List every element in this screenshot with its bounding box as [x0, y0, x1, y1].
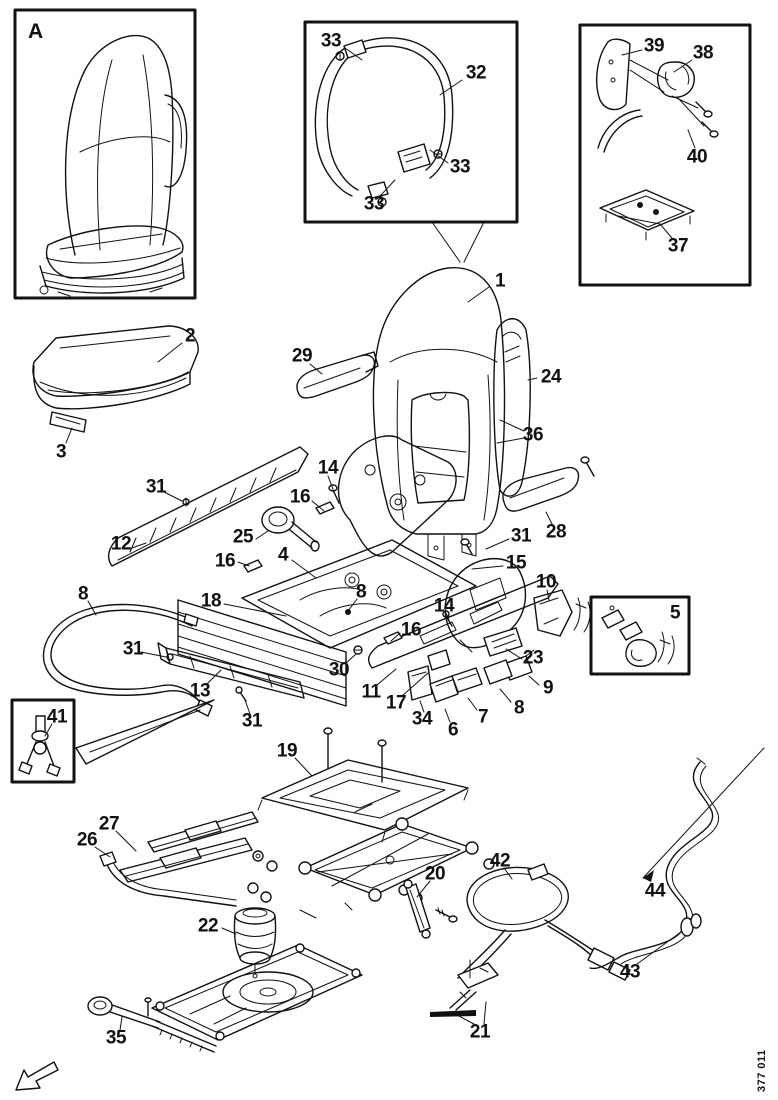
part-callout-16: 16: [400, 619, 422, 641]
part-callout-17: 17: [385, 692, 407, 714]
cable-43-44-drawing: [589, 757, 719, 970]
part-callout-21: 21: [469, 1021, 491, 1043]
part-callout-19: 19: [276, 740, 298, 762]
part-callout-9: 9: [542, 677, 554, 699]
part-callout-18: 18: [200, 590, 222, 612]
part-callout-37: 37: [667, 235, 689, 257]
part-callout-28: 28: [545, 521, 567, 543]
part-callout-36: 36: [522, 424, 544, 446]
part-callout-7: 7: [477, 706, 489, 728]
part-callout-10: 10: [535, 571, 557, 593]
part-callout-33: 33: [363, 193, 385, 215]
bracket-10-drawing: [533, 589, 591, 637]
part-callout-31: 31: [241, 710, 263, 732]
inset-a-complete-seat: [13, 8, 197, 300]
lever-21-drawing: [430, 959, 499, 1017]
part-callout-39: 39: [643, 35, 665, 57]
air-spring-22-drawing: [233, 907, 277, 979]
part-callout-4: 4: [277, 544, 289, 566]
part-callout-20: 20: [424, 863, 446, 885]
trim-13-drawing: [157, 642, 305, 702]
right-rail-drawing: [353, 575, 559, 703]
part-callout-44: 44: [644, 880, 666, 902]
inset-5: [589, 595, 691, 676]
backrest-drawing: [372, 267, 506, 561]
part-callout-13: 13: [189, 680, 211, 702]
damper-20-drawing: [403, 879, 458, 939]
part-callout-16: 16: [289, 486, 311, 508]
frame-19-drawing: [257, 727, 469, 843]
part-callout-8: 8: [513, 697, 525, 719]
seat-pan-drawing: [177, 539, 477, 707]
part-callout-33: 33: [449, 156, 471, 178]
handle-35-drawing: [87, 996, 217, 1053]
part-callout-32: 32: [465, 62, 487, 84]
part-callout-26: 26: [76, 829, 98, 851]
inset-seat-belt: [303, 20, 519, 263]
part-callout-16: 16: [214, 550, 236, 572]
part-callout-34: 34: [411, 708, 433, 730]
switch-blocks-drawing: [451, 627, 535, 693]
part-callout-6: 6: [447, 719, 459, 741]
part-callout-31: 31: [145, 476, 167, 498]
scissor-frame-drawing: [247, 817, 495, 919]
part-callout-38: 38: [692, 42, 714, 64]
cushion-2-drawing: [32, 325, 199, 433]
inset-head-restraint: [578, 23, 752, 287]
rails-26-27-drawing: [99, 811, 259, 907]
part-callout-2: 2: [184, 325, 196, 347]
part-callout-8: 8: [355, 581, 367, 603]
part-callout-43: 43: [619, 961, 641, 983]
part-callout-3: 3: [55, 441, 67, 463]
part-callout-31: 31: [122, 638, 144, 660]
part-callout-15: 15: [505, 552, 527, 574]
part-callout-14: 14: [317, 457, 339, 479]
inset-a-label: A: [28, 20, 44, 43]
part-callout-24: 24: [540, 366, 562, 388]
part-callout-35: 35: [105, 1027, 127, 1049]
cable-8-drawing: [42, 603, 213, 717]
armrest-28-drawing: [502, 456, 595, 512]
part-callout-22: 22: [197, 915, 219, 937]
direction-arrow: [15, 1061, 59, 1091]
part-callout-42: 42: [489, 850, 511, 872]
part-callout-5: 5: [669, 602, 681, 624]
part-callout-8: 8: [77, 583, 89, 605]
bolster-24-drawing: [493, 318, 531, 497]
base-plate-drawing: [151, 943, 363, 1041]
part-callout-33: 33: [320, 30, 342, 52]
part-callout-29: 29: [291, 345, 313, 367]
part-callout-23: 23: [522, 647, 544, 669]
part-callout-14: 14: [433, 595, 455, 617]
figure-code: 377 011: [756, 1049, 768, 1092]
part-callout-1: 1: [494, 270, 506, 292]
part-callout-11: 11: [361, 681, 381, 703]
armrest-29-drawing: [296, 351, 379, 399]
part-callout-40: 40: [686, 146, 708, 168]
part-callout-25: 25: [232, 526, 254, 548]
recliner-bracket-drawing: [243, 435, 457, 573]
part-callout-41: 41: [46, 706, 68, 728]
part-callout-30: 30: [328, 659, 350, 681]
part-callout-12: 12: [110, 533, 132, 555]
leader-lines: [44, 47, 765, 1031]
part-callout-27: 27: [98, 813, 120, 835]
inset-41: [10, 698, 215, 784]
part-callout-31: 31: [510, 525, 532, 547]
